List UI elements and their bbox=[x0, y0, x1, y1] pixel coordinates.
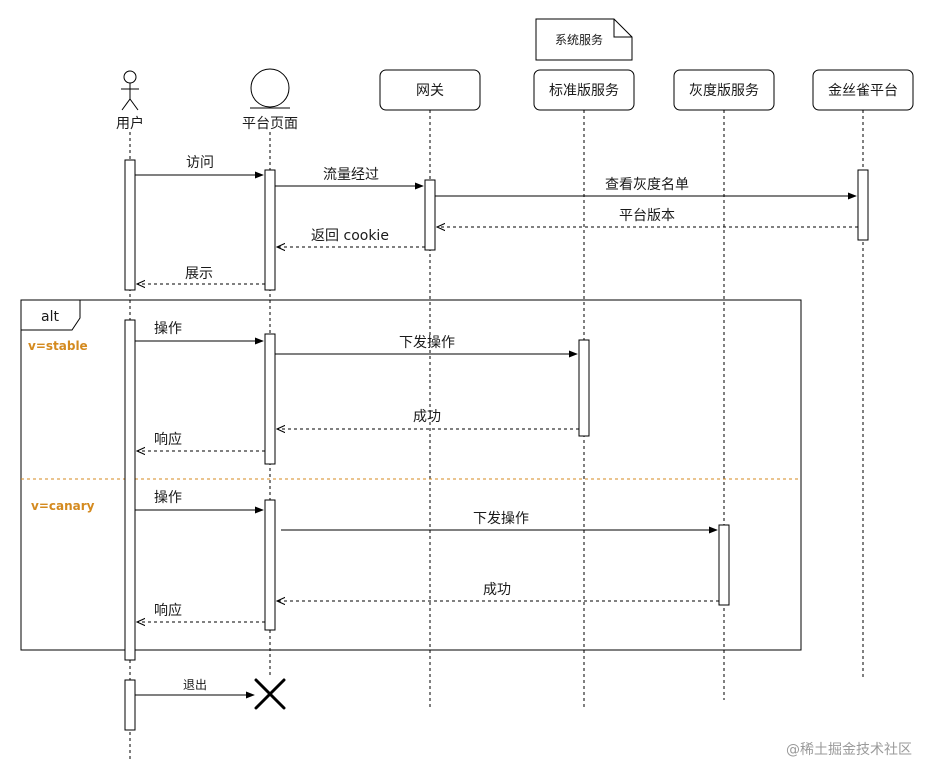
alt-label: alt bbox=[41, 309, 59, 325]
message-dispatch-stable: 下发操作 bbox=[275, 335, 578, 358]
alt-fragment: alt v=stable v=canary bbox=[20, 299, 802, 651]
message-operate-canary: 操作 bbox=[135, 490, 264, 514]
message-dispatch-canary-label: 下发操作 bbox=[473, 511, 529, 527]
message-display: 展示 bbox=[137, 266, 265, 284]
activation-user-3 bbox=[124, 679, 136, 731]
message-response-canary-label: 响应 bbox=[154, 602, 182, 619]
note-label: 系统服务 bbox=[555, 32, 603, 47]
activation-gateway-1 bbox=[424, 179, 436, 251]
message-operate-canary-label: 操作 bbox=[154, 490, 182, 506]
activation-page-1 bbox=[264, 169, 276, 291]
watermark: @稀土掘金技术社区 bbox=[786, 742, 912, 758]
message-platform-version-label: 平台版本 bbox=[619, 208, 675, 224]
activation-gray-1 bbox=[718, 524, 730, 606]
participant-gateway: 网关 bbox=[379, 69, 481, 111]
activation-platform-1 bbox=[857, 169, 869, 241]
message-operate-stable-label: 操作 bbox=[154, 321, 182, 337]
participant-canary-platform: 金丝雀平台 bbox=[812, 69, 914, 111]
alt-condition-stable: v=stable bbox=[28, 339, 88, 353]
page-entity-icon bbox=[250, 68, 290, 108]
activation-page-3 bbox=[264, 499, 276, 631]
message-visit-label: 访问 bbox=[186, 155, 214, 171]
actor-icon bbox=[121, 70, 139, 111]
participant-gateway-label: 网关 bbox=[416, 83, 444, 99]
message-dispatch-canary: 下发操作 bbox=[281, 511, 718, 534]
message-success-canary-label: 成功 bbox=[483, 582, 511, 598]
message-exit: 退出 bbox=[135, 678, 255, 699]
participant-user-label: 用户 bbox=[116, 115, 144, 132]
participant-page-label: 平台页面 bbox=[242, 116, 298, 132]
message-visit: 访问 bbox=[135, 155, 264, 179]
message-return-cookie: 返回 cookie bbox=[277, 228, 425, 247]
message-response-canary: 响应 bbox=[137, 602, 265, 622]
message-exit-label: 退出 bbox=[183, 678, 207, 692]
message-traffic-pass: 流量经过 bbox=[275, 167, 424, 190]
message-success-canary: 成功 bbox=[277, 582, 719, 601]
activation-page-2 bbox=[264, 333, 276, 465]
participant-page: 平台页面 bbox=[242, 68, 298, 132]
message-display-label: 展示 bbox=[185, 266, 213, 282]
message-return-cookie-label: 返回 cookie bbox=[311, 228, 389, 244]
activation-user-1 bbox=[124, 159, 136, 291]
message-success-stable-label: 成功 bbox=[413, 409, 441, 425]
activation-user-2 bbox=[124, 319, 136, 661]
message-success-stable: 成功 bbox=[277, 409, 579, 429]
participant-gray-label: 灰度版服务 bbox=[689, 83, 759, 99]
message-operate-stable: 操作 bbox=[135, 321, 264, 345]
message-check-gray-list-label: 查看灰度名单 bbox=[605, 177, 689, 193]
message-response-stable: 响应 bbox=[137, 431, 265, 451]
participant-user: 用户 bbox=[116, 70, 144, 132]
message-dispatch-stable-label: 下发操作 bbox=[399, 335, 455, 351]
activation-standard-1 bbox=[578, 339, 590, 437]
participant-platform-label: 金丝雀平台 bbox=[828, 83, 898, 99]
message-platform-version: 平台版本 bbox=[437, 208, 858, 227]
message-traffic-pass-label: 流量经过 bbox=[323, 167, 379, 183]
destroy-x-icon bbox=[254, 678, 286, 710]
message-response-stable-label: 响应 bbox=[154, 431, 182, 448]
note-system-service: 系统服务 bbox=[535, 18, 633, 61]
participant-standard-service: 标准版服务 bbox=[533, 69, 635, 111]
message-check-gray-list: 查看灰度名单 bbox=[435, 177, 857, 200]
participant-standard-label: 标准版服务 bbox=[549, 83, 619, 99]
alt-condition-canary: v=canary bbox=[31, 499, 95, 513]
participant-gray-service: 灰度版服务 bbox=[673, 69, 775, 111]
